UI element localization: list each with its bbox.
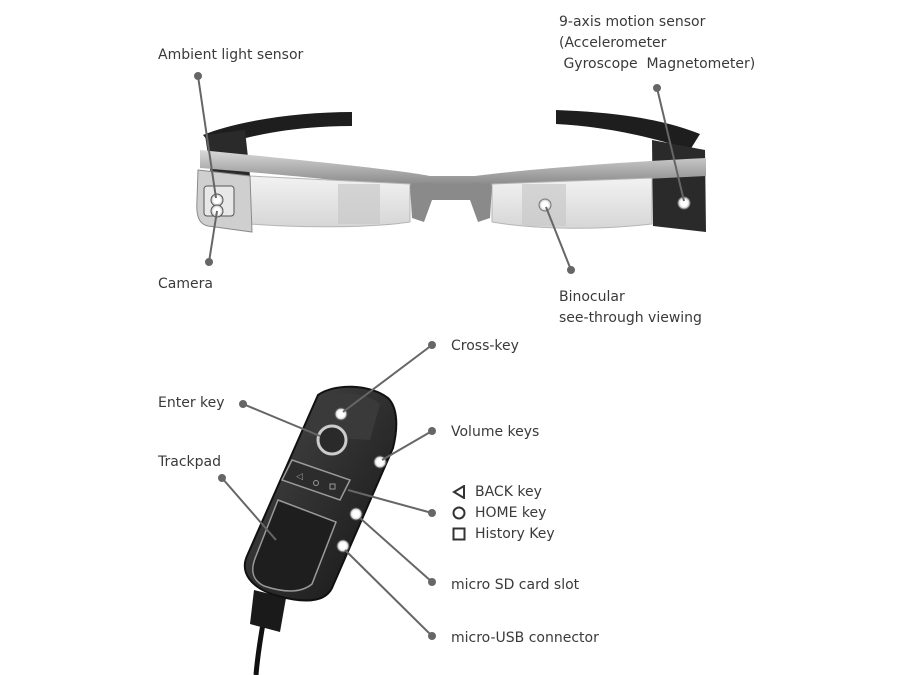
leader-camera [208,210,218,263]
leader-cross-key-end [428,341,436,349]
history-button-glyph [329,483,336,490]
leader-cross-key [342,344,433,413]
circle-icon [451,506,466,521]
label-trackpad: Trackpad [158,454,221,470]
micro-sd-dot [349,507,363,521]
back-key-row: BACK key [451,484,542,500]
leader-enter-key [242,403,321,437]
enter-key-ring [316,424,348,456]
leader-keys-group [347,489,433,514]
controller-leader-lines [218,341,436,640]
leader-keys-group-end [428,509,436,517]
label-motion-sensor-line1: 9-axis motion sensor [559,14,706,30]
leader-micro-sd-end [428,578,436,586]
label-micro-sd: micro SD card slot [451,577,580,593]
label-motion-sensor-line2: (Accelerometer [559,35,667,51]
leader-binocular [545,206,572,271]
glasses-leader-lines [194,72,685,274]
left-display-panel [338,184,380,224]
leader-motion-sensor [656,87,685,202]
leader-volume-keys [381,430,433,461]
leader-camera-end [205,258,213,266]
square-icon [451,527,466,542]
micro-usb-dot [336,539,350,553]
label-camera: Camera [158,276,213,292]
leader-micro-usb [344,549,433,637]
left-lens [249,175,411,228]
controller: ◁ [243,385,398,675]
label-enter-key: Enter key [158,395,225,411]
cable-connector [250,590,286,632]
label-home-key: HOME key [475,505,547,521]
leader-volume-keys-end [428,427,436,435]
label-micro-usb: micro-USB connector [451,630,599,646]
leader-ambient-light-end [194,72,202,80]
leader-ambient-light [197,75,217,199]
label-back-key: BACK key [475,484,542,500]
label-volume-keys: Volume keys [451,424,540,440]
label-ambient-light-sensor: Ambient light sensor [158,47,304,63]
label-binocular-line2: see-through viewing [559,310,702,326]
smart-glasses [196,110,706,233]
triangle-left-icon [451,485,466,500]
label-cross-key: Cross-key [451,338,519,354]
leader-trackpad-end [218,474,226,482]
label-history-key: History Key [475,526,555,542]
right-temple-block [652,140,706,232]
home-key-row: HOME key [451,505,546,521]
right-lens [491,177,653,229]
back-button-glyph: ◁ [296,472,303,482]
leader-micro-sd [359,517,433,583]
label-binocular-line1: Binocular [559,289,625,305]
ambient-light-sensor-dot [210,193,224,207]
leader-micro-usb-end [428,632,436,640]
history-key-row: History Key [451,526,555,542]
leader-enter-key-end [239,400,247,408]
nose-bridge [410,183,492,222]
leader-binocular-end [567,266,575,274]
trackpad-surface [251,499,337,592]
leader-motion-sensor-end [653,84,661,92]
see-through-dot [538,198,552,212]
home-button-glyph [313,480,319,486]
right-temple-arm [556,110,700,150]
leader-trackpad [221,477,277,541]
label-motion-sensor-line3: Gyroscope Magnetometer) [559,56,756,72]
